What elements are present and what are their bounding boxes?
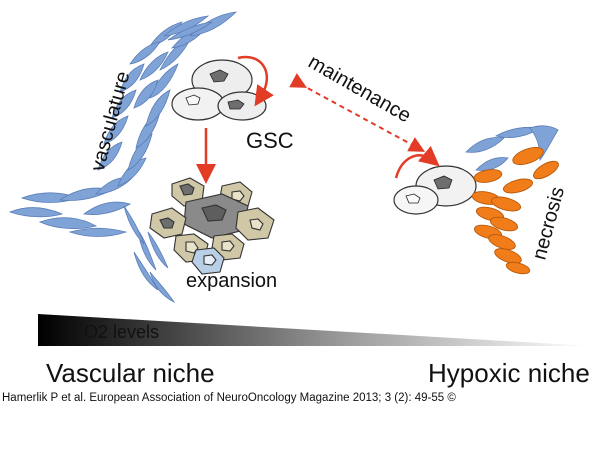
- label-o2-levels: O2 levels: [84, 322, 160, 342]
- hypoxic-vessel: [465, 125, 559, 171]
- self-renewal-arrow-hypoxic: [394, 145, 440, 179]
- self-renewal-arrow-gsc: [237, 55, 274, 107]
- o2-gradient-wedge: [38, 314, 592, 346]
- vasculature-cells: [8, 11, 238, 304]
- label-vascular-niche: Vascular niche: [46, 358, 215, 388]
- gsc-cluster: [171, 59, 267, 121]
- label-hypoxic-niche: Hypoxic niche: [428, 358, 590, 388]
- necrotic-cells: [471, 146, 559, 275]
- expansion-cluster: [149, 177, 275, 275]
- hypoxic-gsc-cluster: [393, 165, 477, 215]
- maintenance-arrow: [289, 73, 426, 152]
- citation: Hamerlik P et al. European Association o…: [2, 392, 456, 404]
- label-expansion: expansion: [186, 270, 278, 292]
- label-gsc: GSC: [246, 128, 294, 153]
